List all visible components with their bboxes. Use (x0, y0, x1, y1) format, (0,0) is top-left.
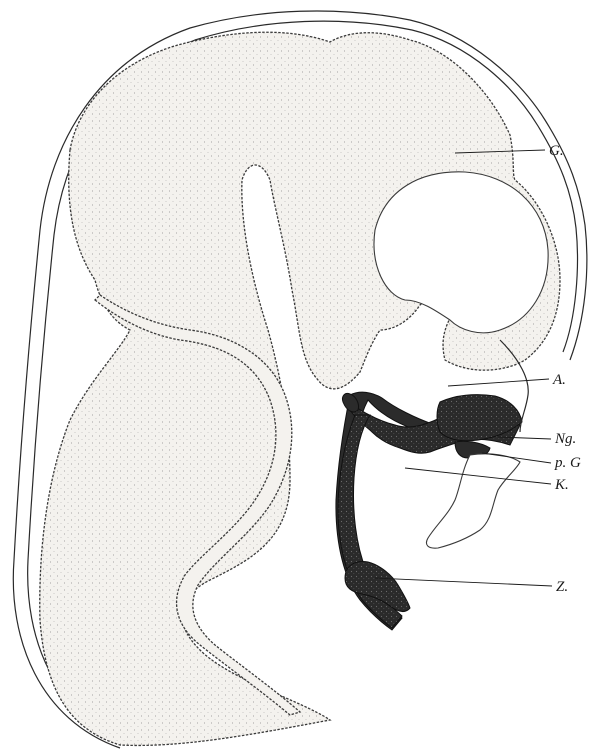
label-A: A. (552, 372, 566, 388)
label-G: G. (549, 143, 564, 159)
pharyngeal-pouch (426, 454, 520, 548)
label-Z: Z. (556, 579, 568, 595)
label-line-A (448, 379, 549, 386)
label-line-Z (375, 578, 552, 586)
label-Ng: Ng. (554, 431, 576, 447)
label-K: K. (554, 477, 569, 493)
brain-stipple (40, 32, 560, 745)
label-pG: p. G (554, 455, 581, 471)
